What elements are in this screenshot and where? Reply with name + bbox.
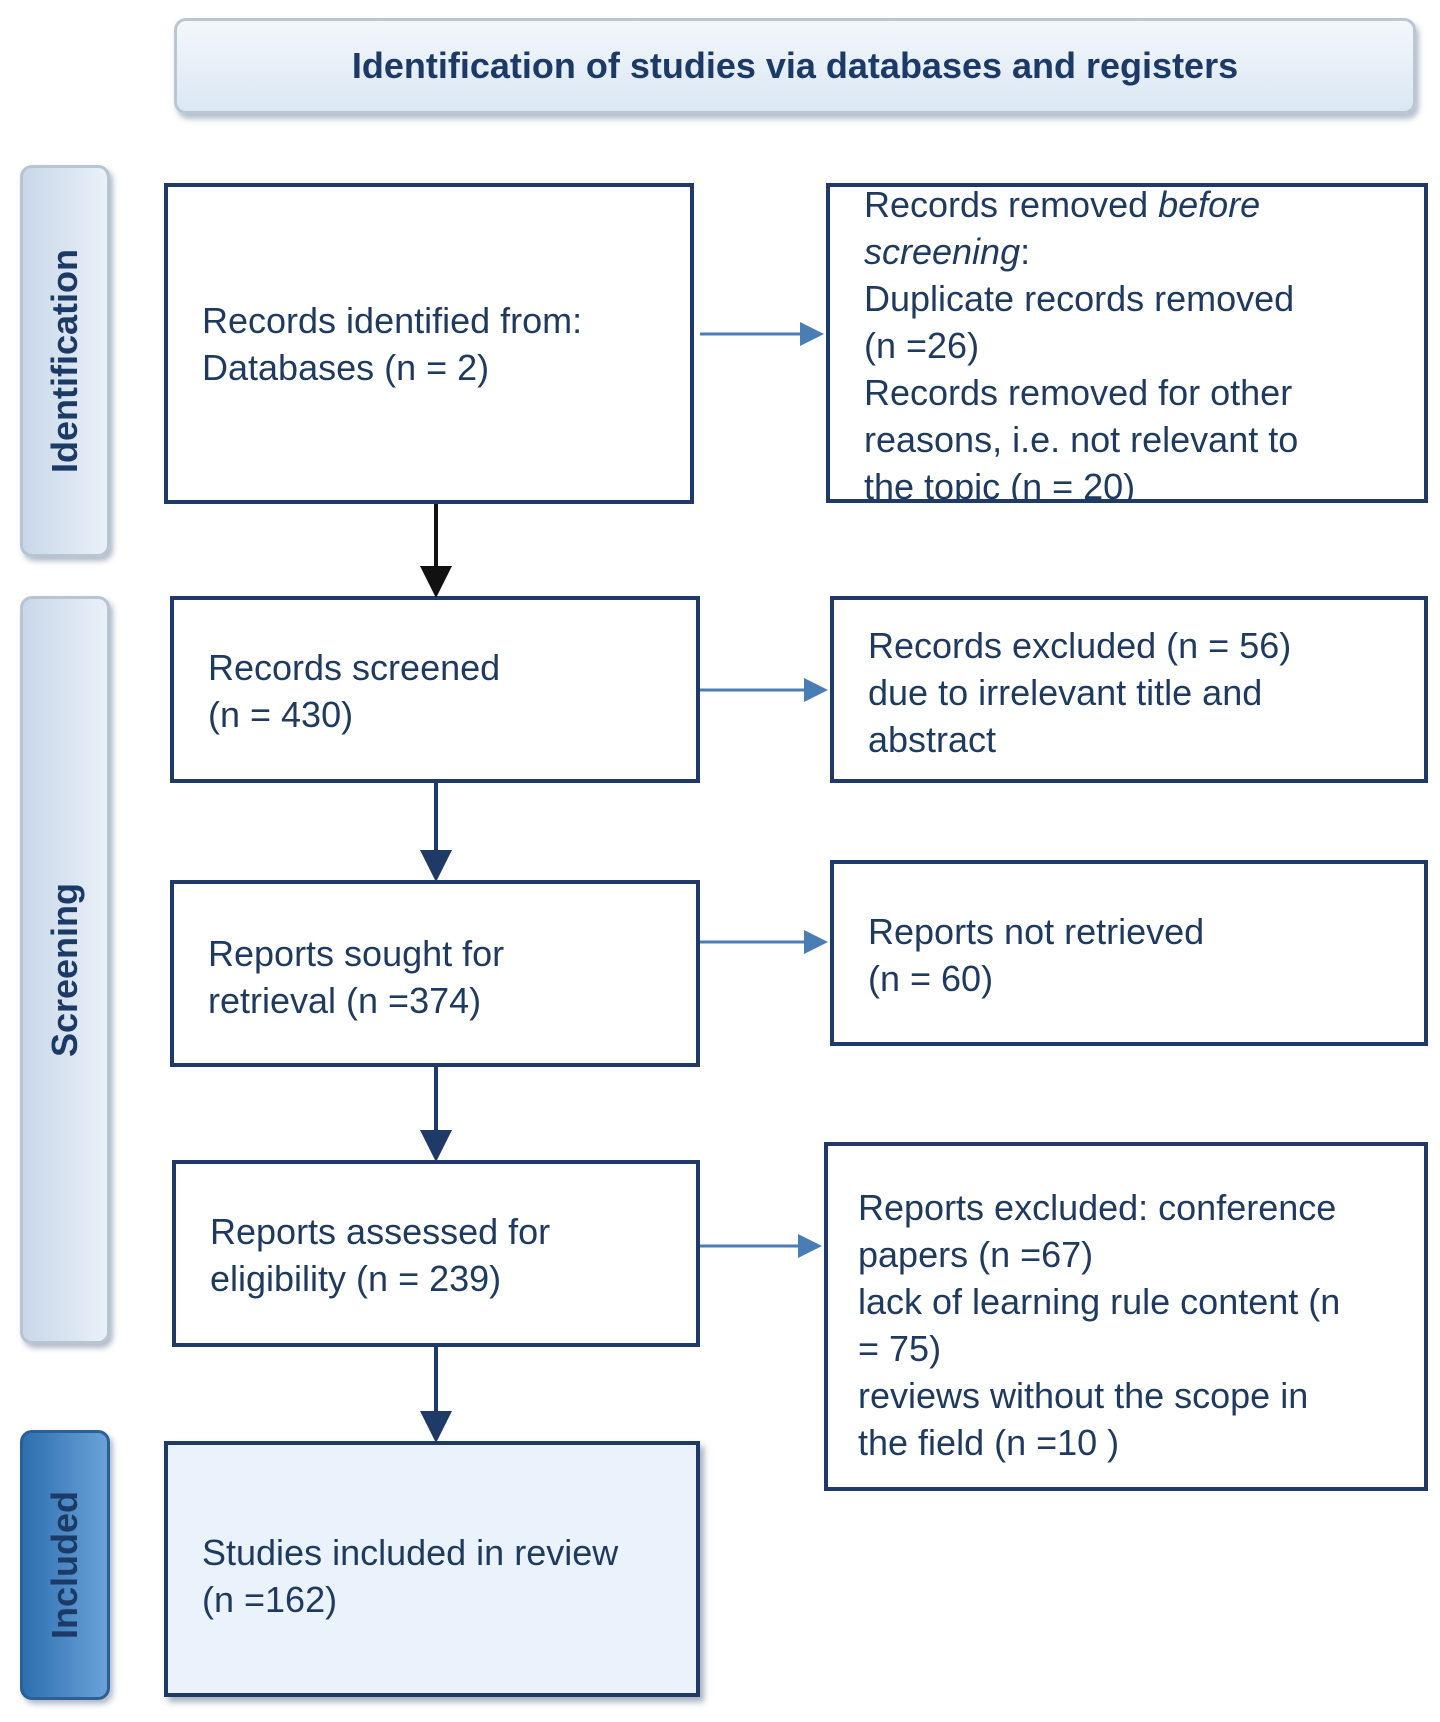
records-identified-line: Records identified from: xyxy=(202,300,583,341)
header-title: Identification of studies via databases … xyxy=(351,45,1239,86)
reports-excluded-line: papers (n =67) xyxy=(858,1234,1094,1275)
records-identified-line: Databases (n = 2) xyxy=(202,347,490,388)
studies-included-line: (n =162) xyxy=(202,1579,338,1620)
reports-not-retrieved-line: (n = 60) xyxy=(868,958,994,999)
records-removed-line: Duplicate records removed xyxy=(864,278,1295,319)
records-removed-line: Records removed for other xyxy=(864,372,1293,413)
records-removed-suffix: : xyxy=(1020,231,1031,272)
reports-excluded-line: Reports excluded: conference xyxy=(858,1187,1337,1228)
reports-excluded-line: reviews without the scope in xyxy=(858,1375,1309,1416)
reports-not-retrieved-line: Reports not retrieved xyxy=(868,911,1205,952)
records-removed-line: (n =26) xyxy=(864,325,980,366)
box-reports-sought: Reports sought for retrieval (n =374) xyxy=(170,880,700,1067)
records-removed-emphasis: before screening xyxy=(864,184,1261,272)
reports-assessed-line: Reports assessed for xyxy=(210,1211,551,1252)
box-records-screened: Records screened (n = 430) xyxy=(170,596,700,783)
records-excluded-line: due to irrelevant title and xyxy=(868,672,1263,713)
records-removed-heading: Records removed before screening: xyxy=(864,184,1402,275)
box-records-identified: Records identified from: Databases (n = … xyxy=(164,183,694,504)
reports-sought-line: retrieval (n =374) xyxy=(208,980,482,1021)
phase-identification: Identification xyxy=(20,165,110,557)
records-screened-line: Records screened xyxy=(208,647,501,688)
box-reports-excluded: Reports excluded: conference papers (n =… xyxy=(824,1142,1428,1491)
reports-excluded-line: the field (n =10 ) xyxy=(858,1422,1120,1463)
box-reports-not-retrieved: Reports not retrieved (n = 60) xyxy=(830,860,1428,1046)
records-removed-line: reasons, i.e. not relevant to xyxy=(864,419,1299,460)
box-records-removed: Records removed before screening: Duplic… xyxy=(826,183,1428,503)
diagram-header: Identification of studies via databases … xyxy=(174,18,1416,114)
phase-included: Included xyxy=(20,1430,110,1700)
records-excluded-line: Records excluded (n = 56) xyxy=(868,625,1292,666)
reports-assessed-line: eligibility (n = 239) xyxy=(210,1258,502,1299)
reports-sought-line: Reports sought for xyxy=(208,933,505,974)
records-screened-line: (n = 430) xyxy=(208,694,354,735)
records-excluded-line: abstract xyxy=(868,719,997,760)
reports-excluded-line: lack of learning rule content (n xyxy=(858,1281,1341,1322)
studies-included-line: Studies included in review xyxy=(202,1532,619,1573)
box-reports-assessed: Reports assessed for eligibility (n = 23… xyxy=(172,1160,700,1347)
box-records-excluded: Records excluded (n = 56) due to irrelev… xyxy=(830,596,1428,783)
reports-excluded-line: = 75) xyxy=(858,1328,942,1369)
records-removed-line: the topic (n = 20) xyxy=(864,466,1136,503)
box-studies-included: Studies included in review (n =162) xyxy=(164,1441,700,1697)
phase-screening: Screening xyxy=(20,596,110,1344)
records-removed-prefix: Records removed xyxy=(864,184,1159,225)
